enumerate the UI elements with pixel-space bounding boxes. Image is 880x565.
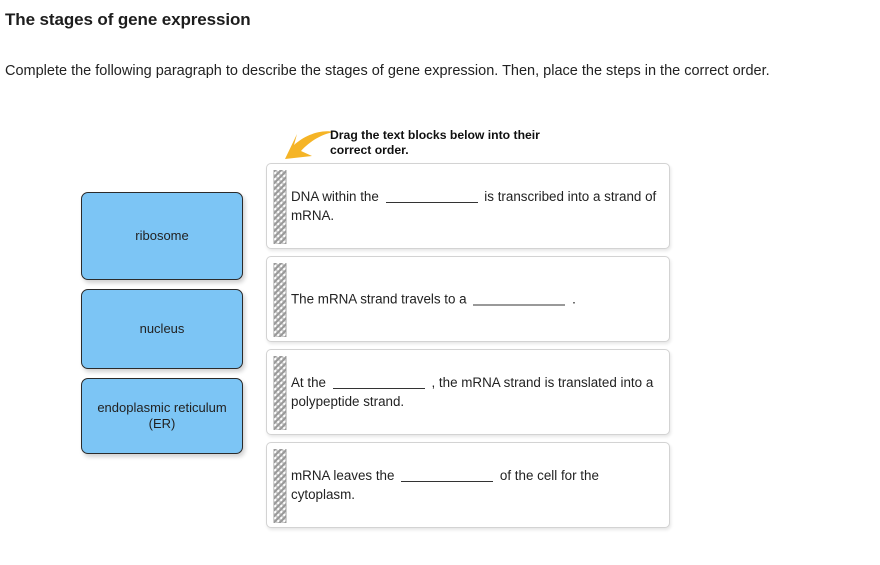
step-panel[interactable]: At the , the mRNA strand is translated i… [266, 349, 670, 435]
word-tile-label: endoplasmic reticulum (ER) [97, 400, 227, 431]
step-text-after: is transcribed into a strand of mRNA. [291, 189, 657, 223]
word-tile-label: nucleus [139, 321, 185, 336]
answer-blank[interactable] [401, 481, 494, 482]
step-text-before: DNA within the [291, 189, 379, 204]
step-text: DNA within the is transcribed into a str… [291, 187, 657, 225]
step-text-before: At the [291, 375, 326, 390]
word-tile-nucleus[interactable]: nucleus [81, 289, 243, 369]
step-text-after: , the mRNA strand is translated into a p… [291, 375, 654, 409]
page-title: The stages of gene expression [5, 10, 251, 29]
drag-hint-text: Drag the text blocks below into their co… [330, 128, 540, 157]
curved-arrow-icon [283, 126, 335, 166]
step-panel[interactable]: The mRNA strand travels to a . [266, 256, 670, 342]
step-text-after: of the cell for the cytoplasm. [291, 468, 599, 502]
drag-grip-icon[interactable] [273, 356, 287, 430]
step-panel[interactable]: DNA within the is transcribed into a str… [266, 163, 670, 249]
drag-grip-icon[interactable] [273, 449, 287, 523]
step-text: mRNA leaves the of the cell for the cyto… [291, 466, 657, 504]
step-text: At the , the mRNA strand is translated i… [291, 373, 657, 411]
word-tile-label: ribosome [135, 228, 189, 243]
step-text-after: . [572, 291, 576, 307]
step-panel[interactable]: mRNA leaves the of the cell for the cyto… [266, 442, 670, 528]
step-text-before: mRNA leaves the [291, 468, 395, 483]
word-tile-ribosome[interactable]: ribosome [81, 192, 243, 280]
word-tile-endoplasmic-reticulum[interactable]: endoplasmic reticulum (ER) [81, 378, 243, 454]
step-text: The mRNA strand travels to a . [291, 290, 657, 309]
page-instructions: Complete the following paragraph to desc… [5, 63, 770, 79]
answer-blank[interactable] [473, 304, 566, 306]
answer-blank[interactable] [332, 388, 425, 389]
step-text-before: The mRNA strand travels to a [291, 291, 467, 307]
word-bank: ribosome nucleus endoplasmic reticulum (… [81, 192, 243, 454]
drag-grip-icon[interactable] [273, 263, 287, 337]
answer-blank[interactable] [385, 202, 478, 203]
drag-grip-icon[interactable] [273, 170, 287, 244]
step-list: DNA within the is transcribed into a str… [266, 163, 670, 528]
